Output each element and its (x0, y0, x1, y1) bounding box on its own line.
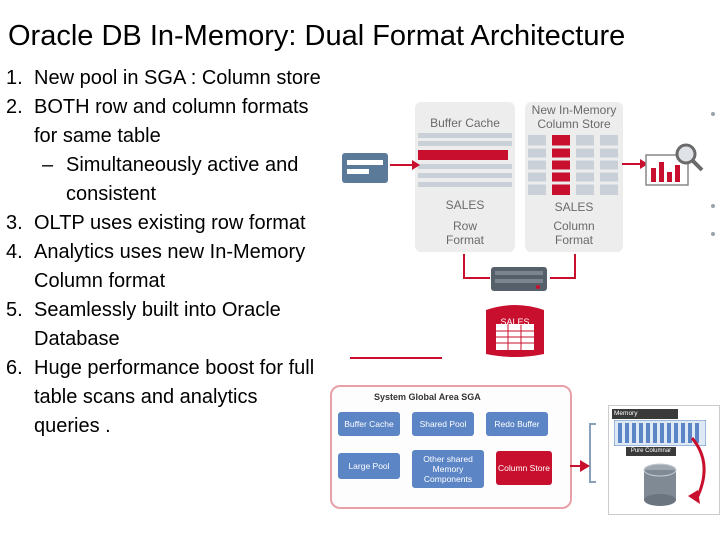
column-stripe (528, 135, 546, 195)
list-text: Seamlessly built into Oracle Database (34, 299, 281, 350)
row-format-rows (418, 133, 512, 187)
list-item: 1. New pool in SGA : Column store (6, 64, 326, 93)
sga-title: System Global Area SGA (374, 392, 481, 402)
list-text: BOTH row and column formats for same tab… (34, 96, 309, 147)
column-format-label: Column Format (553, 219, 595, 247)
buffer-cache-title: Buffer Cache (430, 116, 500, 130)
pure-columnar-label: Pure Columnar (626, 447, 676, 456)
row-stripe (418, 133, 512, 138)
row-stripe (418, 182, 512, 187)
column-stripe-highlight (552, 135, 570, 195)
list-number: 5. (6, 299, 23, 321)
bracket-arrow (570, 423, 596, 483)
dash-bullet: – (42, 154, 54, 176)
database-cylinder-icon (643, 463, 677, 506)
sga-redo-buffer-box: Redo Buffer (486, 412, 548, 436)
row-format-label: Row Format (445, 219, 484, 247)
list-text: OLTP uses existing row format (34, 212, 306, 234)
slide-title: Oracle DB In-Memory: Dual Format Archite… (8, 20, 626, 52)
bullet-dot (711, 232, 715, 236)
sga-column-store-box: Column Store (496, 451, 552, 485)
list-number: 6. (6, 357, 23, 379)
row-stripe (418, 164, 512, 169)
row-stripe (418, 173, 512, 178)
sga-other-shared-box: Other shared Memory Components (412, 450, 484, 488)
list-number: 3. (6, 212, 23, 234)
connector-lines (463, 254, 576, 279)
sga-panel (330, 385, 572, 509)
list-item: 4. Analytics uses new In-Memory Column f… (6, 238, 326, 296)
bullet-dot (711, 204, 715, 208)
sub-list-item: – Simultaneously active and consistent (6, 151, 326, 209)
bullet-list: 1. New pool in SGA : Column store 2. BOT… (6, 64, 326, 441)
sub-list-text: Simultaneously active and consistent (66, 154, 299, 205)
analytics-chart-magnifier-icon (622, 143, 704, 186)
list-number: 1. (6, 67, 23, 89)
column-store-table: SALES (554, 200, 594, 214)
row-stripe-highlight (418, 150, 508, 160)
server-icon (491, 267, 547, 291)
bullet-dot (711, 112, 715, 116)
list-text: Huge performance boost for full table sc… (34, 357, 315, 437)
list-number: 4. (6, 241, 23, 263)
sga-buffer-cache-box: Buffer Cache (338, 412, 400, 436)
list-number: 2. (6, 96, 23, 118)
list-text: Analytics uses new In-Memory Column form… (34, 241, 306, 292)
buffer-cache-table: SALES (445, 198, 485, 212)
column-stripe (600, 135, 618, 195)
list-text: New pool in SGA : Column store (34, 67, 321, 89)
list-item: 5. Seamlessly built into Oracle Database (6, 296, 326, 354)
separator-line (350, 357, 442, 359)
column-format-columns (528, 135, 620, 195)
disk-table-icon (486, 305, 544, 357)
refresh-arrow-icon (688, 437, 706, 504)
row-stripe (418, 141, 512, 146)
list-item: 2. BOTH row and column formats for same … (6, 93, 326, 151)
column-store-title: New In-Memory Column Store (531, 103, 617, 131)
memory-header (612, 409, 678, 419)
sga-shared-pool-box: Shared Pool (412, 412, 474, 436)
list-item: 6. Huge performance boost for full table… (6, 354, 326, 441)
disk-table-label: SALES (500, 317, 530, 327)
oltp-form-icon (342, 153, 420, 183)
list-item: 3. OLTP uses existing row format (6, 209, 326, 238)
column-stripe (576, 135, 594, 195)
sga-large-pool-box: Large Pool (338, 453, 400, 479)
memory-title: Memory (614, 410, 638, 417)
pure-columnar-bars (614, 420, 706, 446)
